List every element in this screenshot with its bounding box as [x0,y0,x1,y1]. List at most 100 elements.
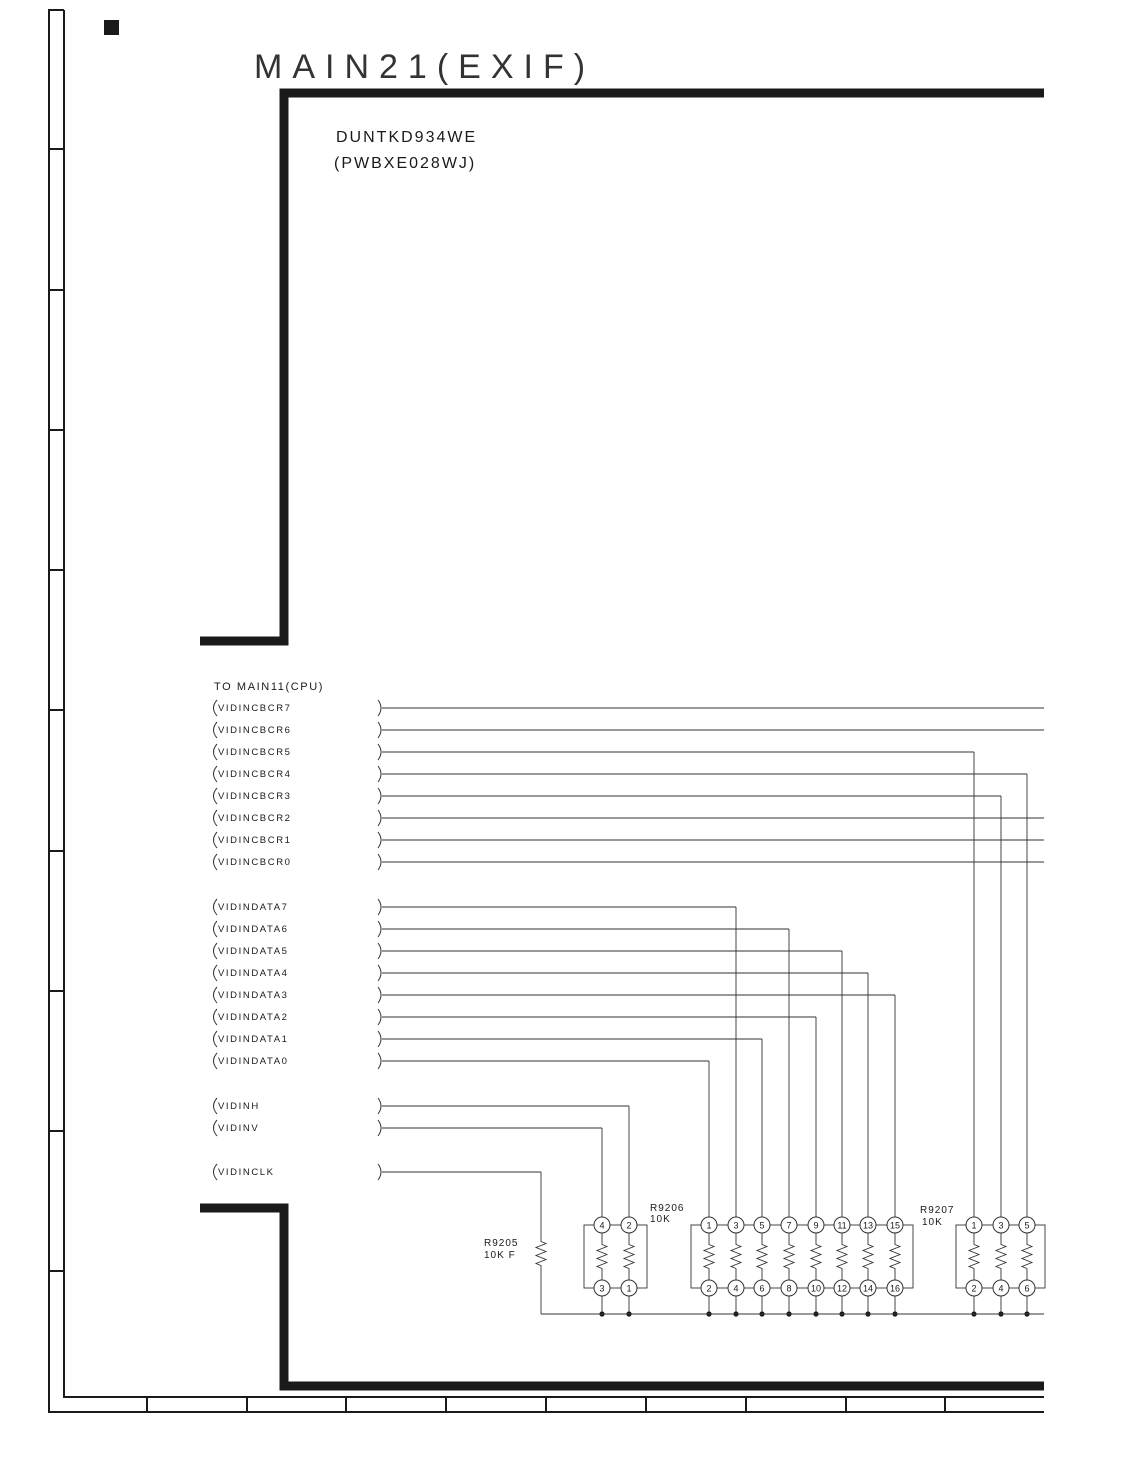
signal-group: VIDINCBCR7VIDINCBCR6VIDINCBCR5VIDINCBCR4… [213,699,1044,1239]
pin-number: 12 [837,1284,847,1294]
resistor-element [1020,1233,1034,1280]
signal-vidincbcr5: VIDINCBCR5 [213,743,975,1225]
connector-bracket-right [377,765,382,783]
connector-bracket-right [377,1097,382,1115]
resistor-element [861,1233,875,1280]
pin-circle [727,1216,745,1234]
signal-label: VIDINCBCR1 [218,835,292,846]
signal-label: VIDINCBCR3 [218,791,292,802]
pin-circle [620,1216,638,1234]
connector-bracket-right [377,809,382,827]
resistor-element [809,1233,823,1280]
connector-bracket-right [377,699,382,717]
connector-bracket-left [213,831,218,849]
pin-number: 1 [971,1221,976,1231]
r9206-value: 10K [650,1214,671,1225]
connector-bracket-right [377,787,382,805]
connector-bracket-left [213,942,218,960]
r9206-ref: R9206 [650,1203,684,1214]
network-body [583,1224,648,1289]
signal-vidindata4: VIDINDATA4 [213,964,869,1225]
pin-number: 6 [759,1284,764,1294]
connector-bracket-left [213,787,218,805]
resistor-element [729,1233,743,1280]
signal-vidindata7: VIDINDATA7 [213,898,737,1225]
signal-label: VIDINDATA4 [218,968,289,979]
pin-circle [886,1216,904,1234]
connector-bracket-right [377,1030,382,1048]
unit-part-number: DUNTKD934WE [336,129,477,146]
signal-label: VIDINDATA5 [218,946,289,957]
signal-vidincbcr7: VIDINCBCR7 [213,699,1044,717]
resistor-element [755,1233,769,1280]
pin-number: 14 [863,1284,873,1294]
connector-bracket-left [213,809,218,827]
signal-vidincbcr2: VIDINCBCR2 [213,809,1044,827]
signal-label: VIDINCLK [218,1167,275,1178]
signal-label: VIDINDATA1 [218,1034,289,1045]
r9207-ref: R9207 [920,1205,954,1216]
connector-bracket-left [213,920,218,938]
pin-number: 9 [813,1221,818,1231]
pin-number: 10 [811,1284,821,1294]
pin-number: 4 [733,1284,738,1294]
connector-bracket-right [377,920,382,938]
connector-bracket-left [213,898,218,916]
pin-circle [807,1216,825,1234]
signal-vidincbcr0: VIDINCBCR0 [213,853,1044,871]
pin-circle [700,1216,718,1234]
connector-bracket-right [377,942,382,960]
signal-label: VIDINCBCR5 [218,747,292,758]
pin-number: 2 [706,1284,711,1294]
resistor-element [702,1233,716,1280]
resistor-element [967,1233,981,1280]
resistor-element [622,1233,636,1280]
section-marker [104,20,119,35]
pin-number: 15 [890,1221,900,1231]
signal-label: VIDINCBCR6 [218,725,292,736]
signal-vidindata5: VIDINDATA5 [213,942,843,1225]
signal-label: VIDINDATA2 [218,1012,289,1023]
pin-number: 3 [599,1284,604,1294]
pin-number: 7 [786,1221,791,1231]
connector-bracket-right [377,743,382,761]
pin-number: 4 [599,1221,604,1231]
signal-label: VIDINDATA3 [218,990,289,1001]
frame-ticks [49,148,946,1412]
resistor-element [595,1233,609,1280]
signal-vidincbcr4: VIDINCBCR4 [213,765,1028,1225]
resistor-element [994,1233,1008,1280]
connector-bracket-left [213,1052,218,1070]
signal-vidindata2: VIDINDATA2 [213,1008,817,1225]
signal-label: VIDINCBCR4 [218,769,292,780]
connector-bracket-left [213,964,218,982]
connector-bracket-right [377,1052,382,1070]
pin-circle [859,1216,877,1234]
pin-circle [593,1216,611,1234]
pin-number: 2 [626,1221,631,1231]
network-body [690,1224,914,1289]
connector-bracket-left [213,721,218,739]
connector-heading: TO MAIN11(CPU) [214,681,324,693]
connector-bracket-left [213,765,218,783]
signal-vidinh: VIDINH [213,1097,630,1225]
resistor-element [888,1233,902,1280]
pin-number: 8 [786,1284,791,1294]
r9207-value: 10K [922,1217,943,1228]
connector-bracket-left [213,986,218,1004]
signal-vidinclk: VIDINCLK [213,1163,542,1239]
pin-number: 13 [863,1221,873,1231]
signal-vidindata0: VIDINDATA0 [213,1052,710,1225]
signal-label: VIDINCBCR7 [218,703,292,714]
connector-bracket-right [377,1008,382,1026]
sheet-frame [48,9,1044,1413]
pin-number: 5 [1024,1221,1029,1231]
signal-vidindata1: VIDINDATA1 [213,1030,763,1225]
connector-bracket-right [377,986,382,1004]
pin-circle [1018,1216,1036,1234]
connector-bracket-left [213,1097,218,1115]
signal-vidincbcr1: VIDINCBCR1 [213,831,1044,849]
